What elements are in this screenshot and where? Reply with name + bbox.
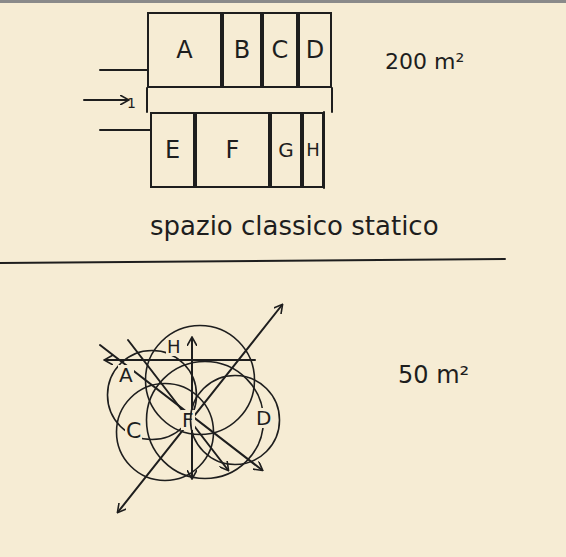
room-box: G bbox=[270, 112, 302, 188]
wall-line bbox=[331, 88, 333, 112]
activity-circle: F bbox=[145, 360, 265, 480]
circle-letter: H bbox=[166, 338, 182, 356]
circle-outline bbox=[144, 324, 256, 436]
room-box: F bbox=[195, 112, 270, 188]
activity-circle: H bbox=[144, 324, 256, 436]
room-box: E bbox=[150, 112, 195, 188]
activity-circle: C bbox=[115, 382, 215, 482]
room-letter: B bbox=[234, 38, 250, 62]
room-box: H bbox=[302, 112, 324, 188]
room-letter: G bbox=[278, 140, 294, 160]
circle-outline bbox=[145, 360, 265, 480]
divider-line bbox=[0, 259, 505, 263]
room-box: A bbox=[147, 12, 222, 88]
room-letter: F bbox=[226, 138, 240, 162]
area-note: 50 m² bbox=[398, 362, 469, 388]
room-letter: E bbox=[165, 138, 180, 162]
circle-letter: F bbox=[181, 410, 195, 430]
room-box: B bbox=[222, 12, 262, 88]
sketch-caption: spazio classico statico bbox=[150, 212, 439, 241]
room-letter: H bbox=[306, 141, 320, 159]
wall-line bbox=[100, 69, 147, 71]
circle-letter: A bbox=[118, 365, 134, 385]
area-note: 200 m² bbox=[385, 50, 464, 74]
entry-arrow bbox=[84, 99, 128, 101]
room-letter: A bbox=[176, 38, 192, 62]
activity-circle: D bbox=[189, 374, 281, 466]
room-letter: C bbox=[272, 38, 289, 62]
entry-number: 1 bbox=[127, 96, 136, 111]
room-letter: D bbox=[306, 38, 324, 62]
wall-line bbox=[100, 129, 150, 131]
room-box: C bbox=[262, 12, 298, 88]
circle-letter: D bbox=[255, 408, 272, 428]
circle-letter: C bbox=[125, 420, 142, 442]
room-box: D bbox=[298, 12, 332, 88]
wall-line bbox=[146, 88, 148, 112]
top-border bbox=[0, 0, 566, 3]
movement-arrow bbox=[118, 305, 282, 512]
